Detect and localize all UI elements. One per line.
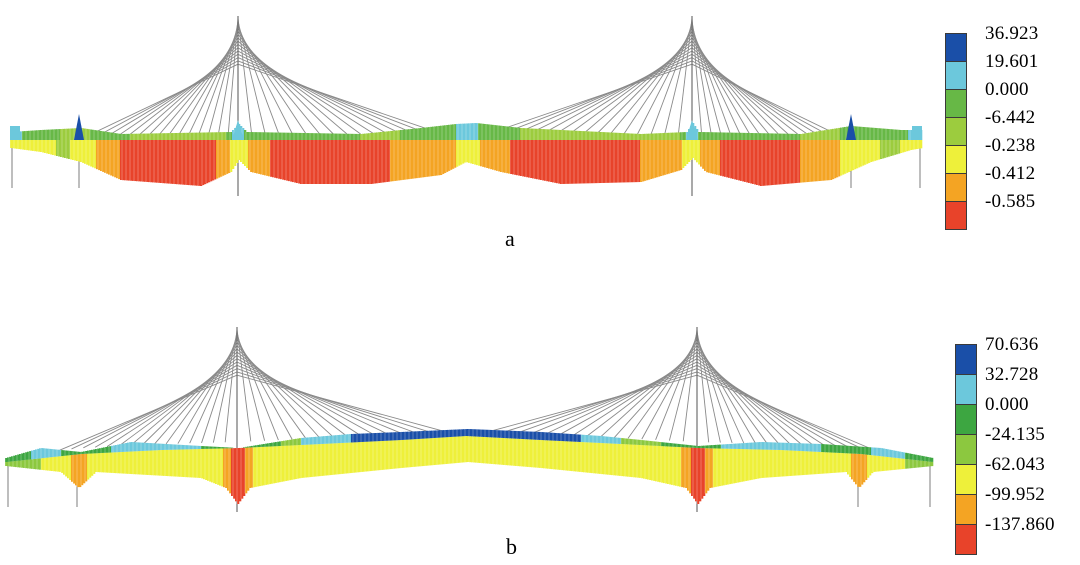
legend-swatch bbox=[955, 404, 977, 435]
legend-label: -0.585 bbox=[985, 191, 1036, 212]
legend-label: -62.043 bbox=[985, 454, 1045, 475]
deck-stress-band-lower-hatch bbox=[4, 436, 930, 504]
legend-swatch bbox=[945, 61, 967, 90]
deck-stress-band-lower bbox=[10, 140, 923, 186]
panel-caption-a: a bbox=[505, 226, 515, 251]
stress-peak bbox=[686, 120, 698, 140]
color-legend-a: 36.923 19.601 0.000 -6.442 -0.238 -0.412 -0.58… bbox=[945, 23, 1080, 230]
legend-label: 0.000 bbox=[985, 79, 1029, 100]
legend-swatch bbox=[955, 374, 977, 405]
deck-stress-band-upper-hatch bbox=[4, 429, 930, 462]
panel-b: 70.636 32.728 0.000 -24.135 -62.043 -99.952 -1… bbox=[0, 282, 1080, 565]
legend-swatch bbox=[955, 434, 977, 465]
bridge-contour-plot-b bbox=[4, 327, 934, 512]
end-block bbox=[912, 126, 922, 140]
legend-label: -0.238 bbox=[985, 135, 1036, 156]
bridge-contour-plot-a bbox=[9, 16, 923, 196]
color-legend-b: 70.636 32.728 0.000 -24.135 -62.043 -99.952 -1… bbox=[955, 334, 1080, 555]
legend-swatch bbox=[955, 344, 977, 375]
legend-label: -137.860 bbox=[985, 514, 1055, 535]
legend-swatch bbox=[945, 117, 967, 146]
legend-label: 32.728 bbox=[985, 364, 1039, 385]
panel-caption-b: b bbox=[506, 534, 517, 559]
legend-label: -6.442 bbox=[985, 107, 1036, 128]
stay-cables bbox=[59, 328, 873, 451]
legend-swatch bbox=[955, 524, 977, 555]
legend-swatch bbox=[955, 464, 977, 495]
legend-label: -99.952 bbox=[985, 484, 1045, 505]
deck-stress-band-lower bbox=[5, 436, 934, 504]
stress-peak bbox=[74, 114, 84, 140]
legend-label: -0.412 bbox=[985, 163, 1036, 184]
stress-peak bbox=[846, 114, 856, 140]
panel-a: 36.923 19.601 0.000 -6.442 -0.238 -0.412 -0.58… bbox=[0, 0, 1080, 282]
deck-stress-band-upper bbox=[5, 429, 934, 462]
legend-label: 36.923 bbox=[985, 23, 1039, 44]
legend-label: 19.601 bbox=[985, 51, 1039, 72]
end-block bbox=[10, 126, 20, 140]
legend-swatch bbox=[945, 89, 967, 118]
legend-swatch bbox=[945, 201, 967, 230]
stress-peak bbox=[232, 120, 244, 140]
legend-swatch bbox=[945, 173, 967, 202]
deck-stress-band-lower-hatch bbox=[9, 140, 919, 186]
legend-swatch bbox=[945, 145, 967, 174]
legend-swatch bbox=[955, 494, 977, 525]
stay-cables bbox=[91, 17, 837, 135]
legend-label: 70.636 bbox=[985, 334, 1039, 355]
legend-swatch bbox=[945, 33, 967, 62]
legend-label: 0.000 bbox=[985, 394, 1029, 415]
legend-label: -24.135 bbox=[985, 424, 1045, 445]
